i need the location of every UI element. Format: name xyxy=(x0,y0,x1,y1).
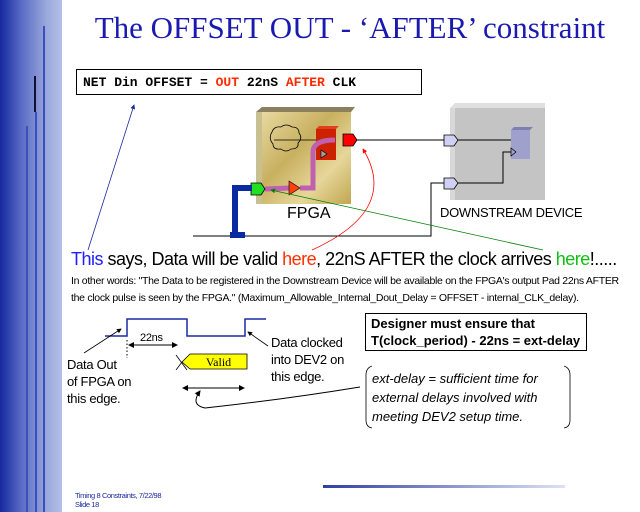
slide-title: The OFFSET OUT - ‘AFTER’ constraint xyxy=(94,10,606,45)
designer-note-box: Designer must ensure that T(clock_period… xyxy=(365,313,587,351)
slide-side-bar xyxy=(0,0,62,512)
code-part: CLK xyxy=(324,75,357,90)
explanation-text: In other words: "The Data to be register… xyxy=(71,275,619,304)
fpga-label: FPGA xyxy=(287,205,331,222)
note-line: meeting DEV2 setup time. xyxy=(372,409,524,424)
slide-number: Slide 18 xyxy=(75,500,99,509)
code-after-keyword: AFTER xyxy=(285,75,325,90)
clock-input-wire xyxy=(232,185,252,237)
downstream-label: DOWNSTREAM DEVICE xyxy=(440,205,583,220)
word-this: This xyxy=(71,249,104,269)
pointer-arrow-here-green xyxy=(270,188,544,251)
data-clocked-label: Data clocked into DEV2 on this edge. xyxy=(271,334,344,385)
side-bar-lines xyxy=(26,26,45,512)
clock-pad-icon xyxy=(250,182,266,196)
code-part: 22nS xyxy=(239,75,286,90)
label-line: into DEV2 on xyxy=(271,352,345,367)
downstream-register-icon xyxy=(511,130,530,159)
data-path xyxy=(264,137,336,192)
decorative-line xyxy=(323,485,565,488)
ext-delay-note: ext-delay = sufficient time for external… xyxy=(372,369,538,426)
footer-line: Timing 8 Constraints, 7/22/98 xyxy=(75,491,162,500)
label-line: this edge. xyxy=(271,369,325,384)
output-pad-icon xyxy=(342,133,358,147)
main-statement: This says, Data will be valid here, 22nS… xyxy=(71,249,617,270)
clock-net-line xyxy=(193,182,444,237)
note-line: external delays involved with xyxy=(372,390,538,405)
buffer-icon xyxy=(288,180,301,196)
constraint-code-box: NET Din OFFSET = OUT 22nS AFTER CLK xyxy=(76,69,422,95)
pointer-arrow-this xyxy=(87,104,136,251)
clock-input-pad-icon xyxy=(443,177,459,190)
data-out-label: Data Out of FPGA on this edge. xyxy=(67,356,132,407)
label-line: this edge. xyxy=(67,391,121,406)
label-line: Data Out xyxy=(67,357,117,372)
designer-line: T(clock_period) - 22ns = ext-delay xyxy=(371,333,581,348)
statement-text: !..... xyxy=(589,249,618,269)
logic-cloud-icon xyxy=(269,124,302,152)
downstream-block xyxy=(357,103,545,200)
label-line: Data clocked xyxy=(271,335,343,350)
label-line: of FPGA on xyxy=(67,374,132,389)
delay-label: 22ns xyxy=(140,332,163,344)
designer-line: Designer must ensure that xyxy=(371,316,535,331)
pointer-arrow-here-red xyxy=(311,148,375,251)
code-out-keyword: OUT xyxy=(215,75,240,90)
fpga-block xyxy=(250,107,358,204)
code-part: NET Din OFFSET = xyxy=(83,75,216,90)
word-here-red: here xyxy=(282,249,317,269)
note-line: ext-delay = sufficient time for xyxy=(372,371,538,386)
word-here-green: here xyxy=(555,249,591,269)
statement-text: , 22nS AFTER the clock arrives xyxy=(316,249,556,269)
statement-text: says, Data will be valid xyxy=(103,249,283,269)
valid-window xyxy=(181,353,248,370)
input-pad-icon xyxy=(443,134,459,147)
clock-waveform xyxy=(105,318,266,337)
valid-label: Valid xyxy=(205,355,232,369)
slide-footer: Timing 8 Constraints, 7/22/98 Slide 18 xyxy=(75,491,161,509)
